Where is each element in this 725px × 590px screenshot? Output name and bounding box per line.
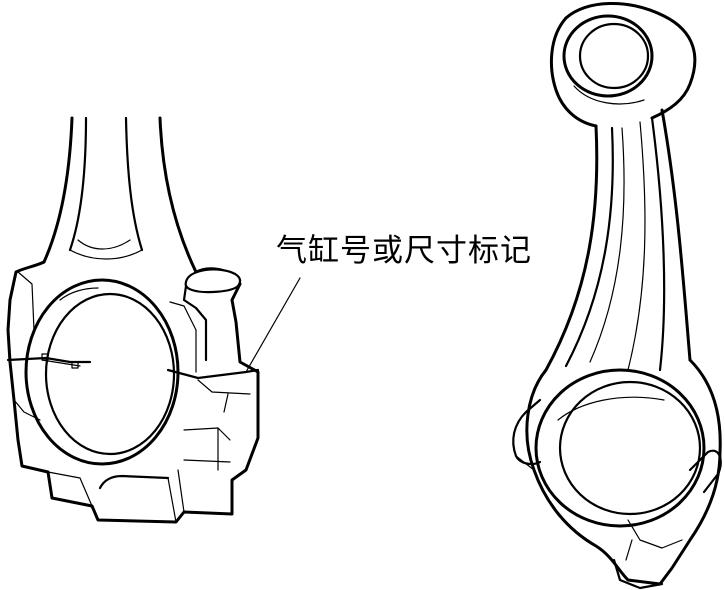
cylinder-number-mark-label: 气缸号或尺寸标记 (276, 233, 532, 269)
small-end (549, 1, 697, 128)
rod-shank (42, 116, 198, 274)
connecting-rod-full (512, 1, 722, 590)
big-end-body (6, 260, 260, 524)
rod-beam (544, 108, 692, 372)
big-end (512, 358, 722, 590)
mark-location-stroke (223, 393, 229, 413)
callout-leader (245, 277, 301, 373)
big-end-closeup (6, 116, 260, 524)
big-end-bore (24, 278, 180, 466)
